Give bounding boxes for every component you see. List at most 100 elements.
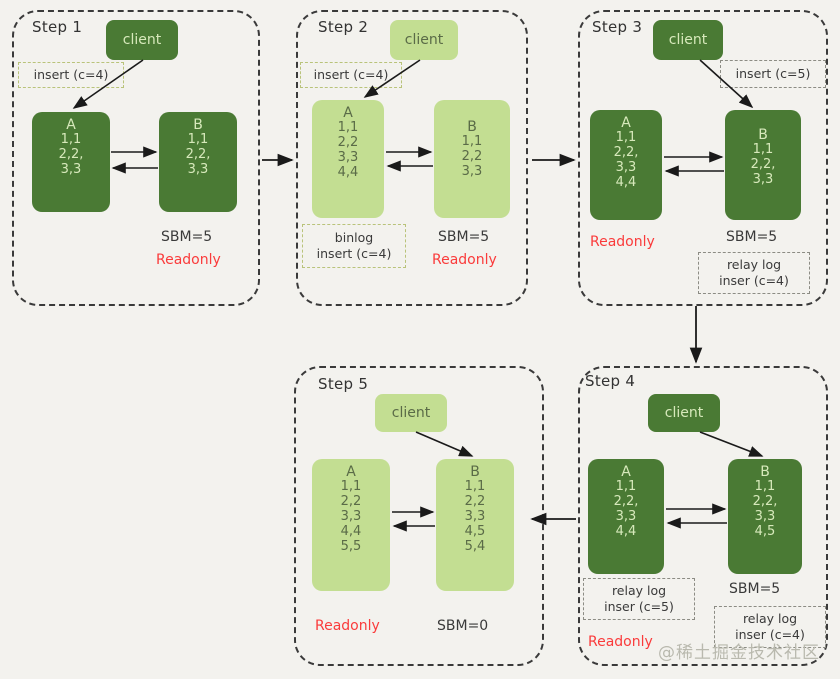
step-4-client-box: client [648,394,720,432]
step-3-relay-note-b-line1: relay log [726,257,782,273]
step-4-node-b-row-3: 4,5 [754,524,776,540]
step-4-client-label: client [664,405,704,421]
step-4-relay-note-b-line1: relay log [742,611,798,627]
step-1-node-a-title: A [66,117,76,133]
step-2-binlog-note-line2: insert (c=4) [316,246,392,261]
step-3-node-b-row-2: 3,3 [752,172,774,188]
step-2-node-b: B 1,1 2,2 3,3 [434,100,510,218]
step-5-node-a-row-0: 1,1 [340,479,362,495]
step-4-node-a-row-0: 1,1 [615,479,637,495]
step-3-insert-note-line1: insert (c=5) [735,66,811,82]
step-2-node-a-row-3: 4,4 [337,165,359,181]
step-3-node-b: B 1,1 2,2, 3,3 [725,110,801,220]
step-3-node-b-row-0: 1,1 [752,142,774,158]
step-4-relay-note-a-line1: relay log [611,583,667,599]
step-1-insert-note: insert (c=4) [18,62,124,88]
step-1-readonly-label: Readonly [156,252,221,268]
step-4-container [578,366,828,666]
step-5-node-a-row-4: 5,5 [340,539,362,555]
step-1-client-label: client [122,32,162,48]
step-4-label: Step 4 [585,372,636,390]
step-4-node-a-row-1: 2,2, [613,494,639,510]
step-2-binlog-note: binlog insert (c=4) [302,224,406,268]
step-1-node-b-row-0: 1,1 [187,132,209,148]
step-2-node-b-title: B [467,119,477,135]
step-4-node-b-row-0: 1,1 [754,479,776,495]
step-3-node-a: A 1,1 2,2, 3,3 4,4 [590,110,662,220]
step-5-client-label: client [391,405,431,421]
step-3-node-a-title: A [621,115,631,131]
step-4-node-a-row-3: 4,4 [615,524,637,540]
step-5-readonly-label: Readonly [315,618,380,634]
step-2-node-b-row-0: 1,1 [461,134,483,150]
step-5-sbm-label: SBM=0 [437,618,489,634]
step-2-node-a-row-0: 1,1 [337,120,359,136]
step-5-client-box: client [375,394,447,432]
step-4-relay-note-a-line2: inser (c=5) [604,599,674,614]
step-1-container [12,10,260,306]
step-4-relay-note-b: relay log inser (c=4) [714,606,826,648]
step-5-node-b-row-2: 3,3 [464,509,486,525]
step-2-client-label: client [404,32,444,48]
step-5-node-b-title: B [470,464,480,480]
step-2-sbm-label: SBM=5 [438,229,490,245]
step-5-node-a-row-1: 2,2 [340,494,362,510]
step-2-node-a-row-1: 2,2 [337,135,359,151]
step-3-readonly-label: Readonly [590,234,655,250]
step-3-node-b-title: B [758,127,768,143]
step-1-node-a-row-2: 3,3 [60,162,82,178]
step-1-sbm-label: SBM=5 [161,229,213,245]
step-4-node-b-row-2: 3,3 [754,509,776,525]
step-2-binlog-note-line1: binlog [334,230,374,246]
step-5-node-b-row-3: 4,5 [464,524,486,540]
step-5-node-b-row-1: 2,2 [464,494,486,510]
step-3-container [578,10,828,306]
step-4-node-b-title: B [760,464,770,480]
step-3-node-a-row-1: 2,2, [613,145,639,161]
step-3-insert-note: insert (c=5) [720,60,826,88]
step-4-relay-note-b-line2: inser (c=4) [735,627,805,642]
step-5-label: Step 5 [318,375,369,393]
step-1-node-a-row-0: 1,1 [60,132,82,148]
step-3-node-b-row-1: 2,2, [750,157,776,173]
step-1-node-b-row-2: 3,3 [187,162,209,178]
step-3-label: Step 3 [592,18,643,36]
step-1-node-b-row-1: 2,2, [185,147,211,163]
step-5-node-a-row-3: 4,4 [340,524,362,540]
step-3-relay-note-b-line2: inser (c=4) [719,273,789,288]
step-4-node-b-row-1: 2,2, [752,494,778,510]
step-1-label: Step 1 [32,18,83,36]
step-2-node-b-row-2: 3,3 [461,164,483,180]
step-3-client-box: client [653,20,723,60]
step-1-node-a-row-1: 2,2, [58,147,84,163]
step-2-node-a-title: A [343,105,353,121]
step-4-node-b: B 1,1 2,2, 3,3 4,5 [728,459,802,574]
step-2-container [296,10,528,306]
step-2-insert-note: insert (c=4) [300,62,402,88]
step-5-node-a-title: A [346,464,356,480]
step-2-readonly-label: Readonly [432,252,497,268]
step-2-label: Step 2 [318,18,369,36]
step-4-sbm-label: SBM=5 [729,581,781,597]
step-2-node-a-row-2: 3,3 [337,150,359,166]
step-1-insert-note-line1: insert (c=4) [33,67,109,83]
step-1-node-b-title: B [193,117,203,133]
step-4-readonly-label: Readonly [588,634,653,650]
step-5-node-b-row-0: 1,1 [464,479,486,495]
step-2-node-a: A 1,1 2,2 3,3 4,4 [312,100,384,218]
step-3-node-a-row-2: 3,3 [615,160,637,176]
step-4-relay-note-a: relay log inser (c=5) [583,578,695,620]
step-1-node-a: A 1,1 2,2, 3,3 [32,112,110,212]
step-5-node-a-row-2: 3,3 [340,509,362,525]
step-4-node-a: A 1,1 2,2, 3,3 4,4 [588,459,664,574]
step-5-node-b-row-4: 5,4 [464,539,486,555]
step-4-node-a-title: A [621,464,631,480]
step-2-insert-note-line1: insert (c=4) [313,67,389,83]
step-4-node-a-row-2: 3,3 [615,509,637,525]
step-3-client-label: client [668,32,708,48]
step-1-client-box: client [106,20,178,60]
step-5-node-b: B 1,1 2,2 3,3 4,5 5,4 [436,459,514,591]
step-2-node-b-row-1: 2,2 [461,149,483,165]
step-5-node-a: A 1,1 2,2 3,3 4,4 5,5 [312,459,390,591]
